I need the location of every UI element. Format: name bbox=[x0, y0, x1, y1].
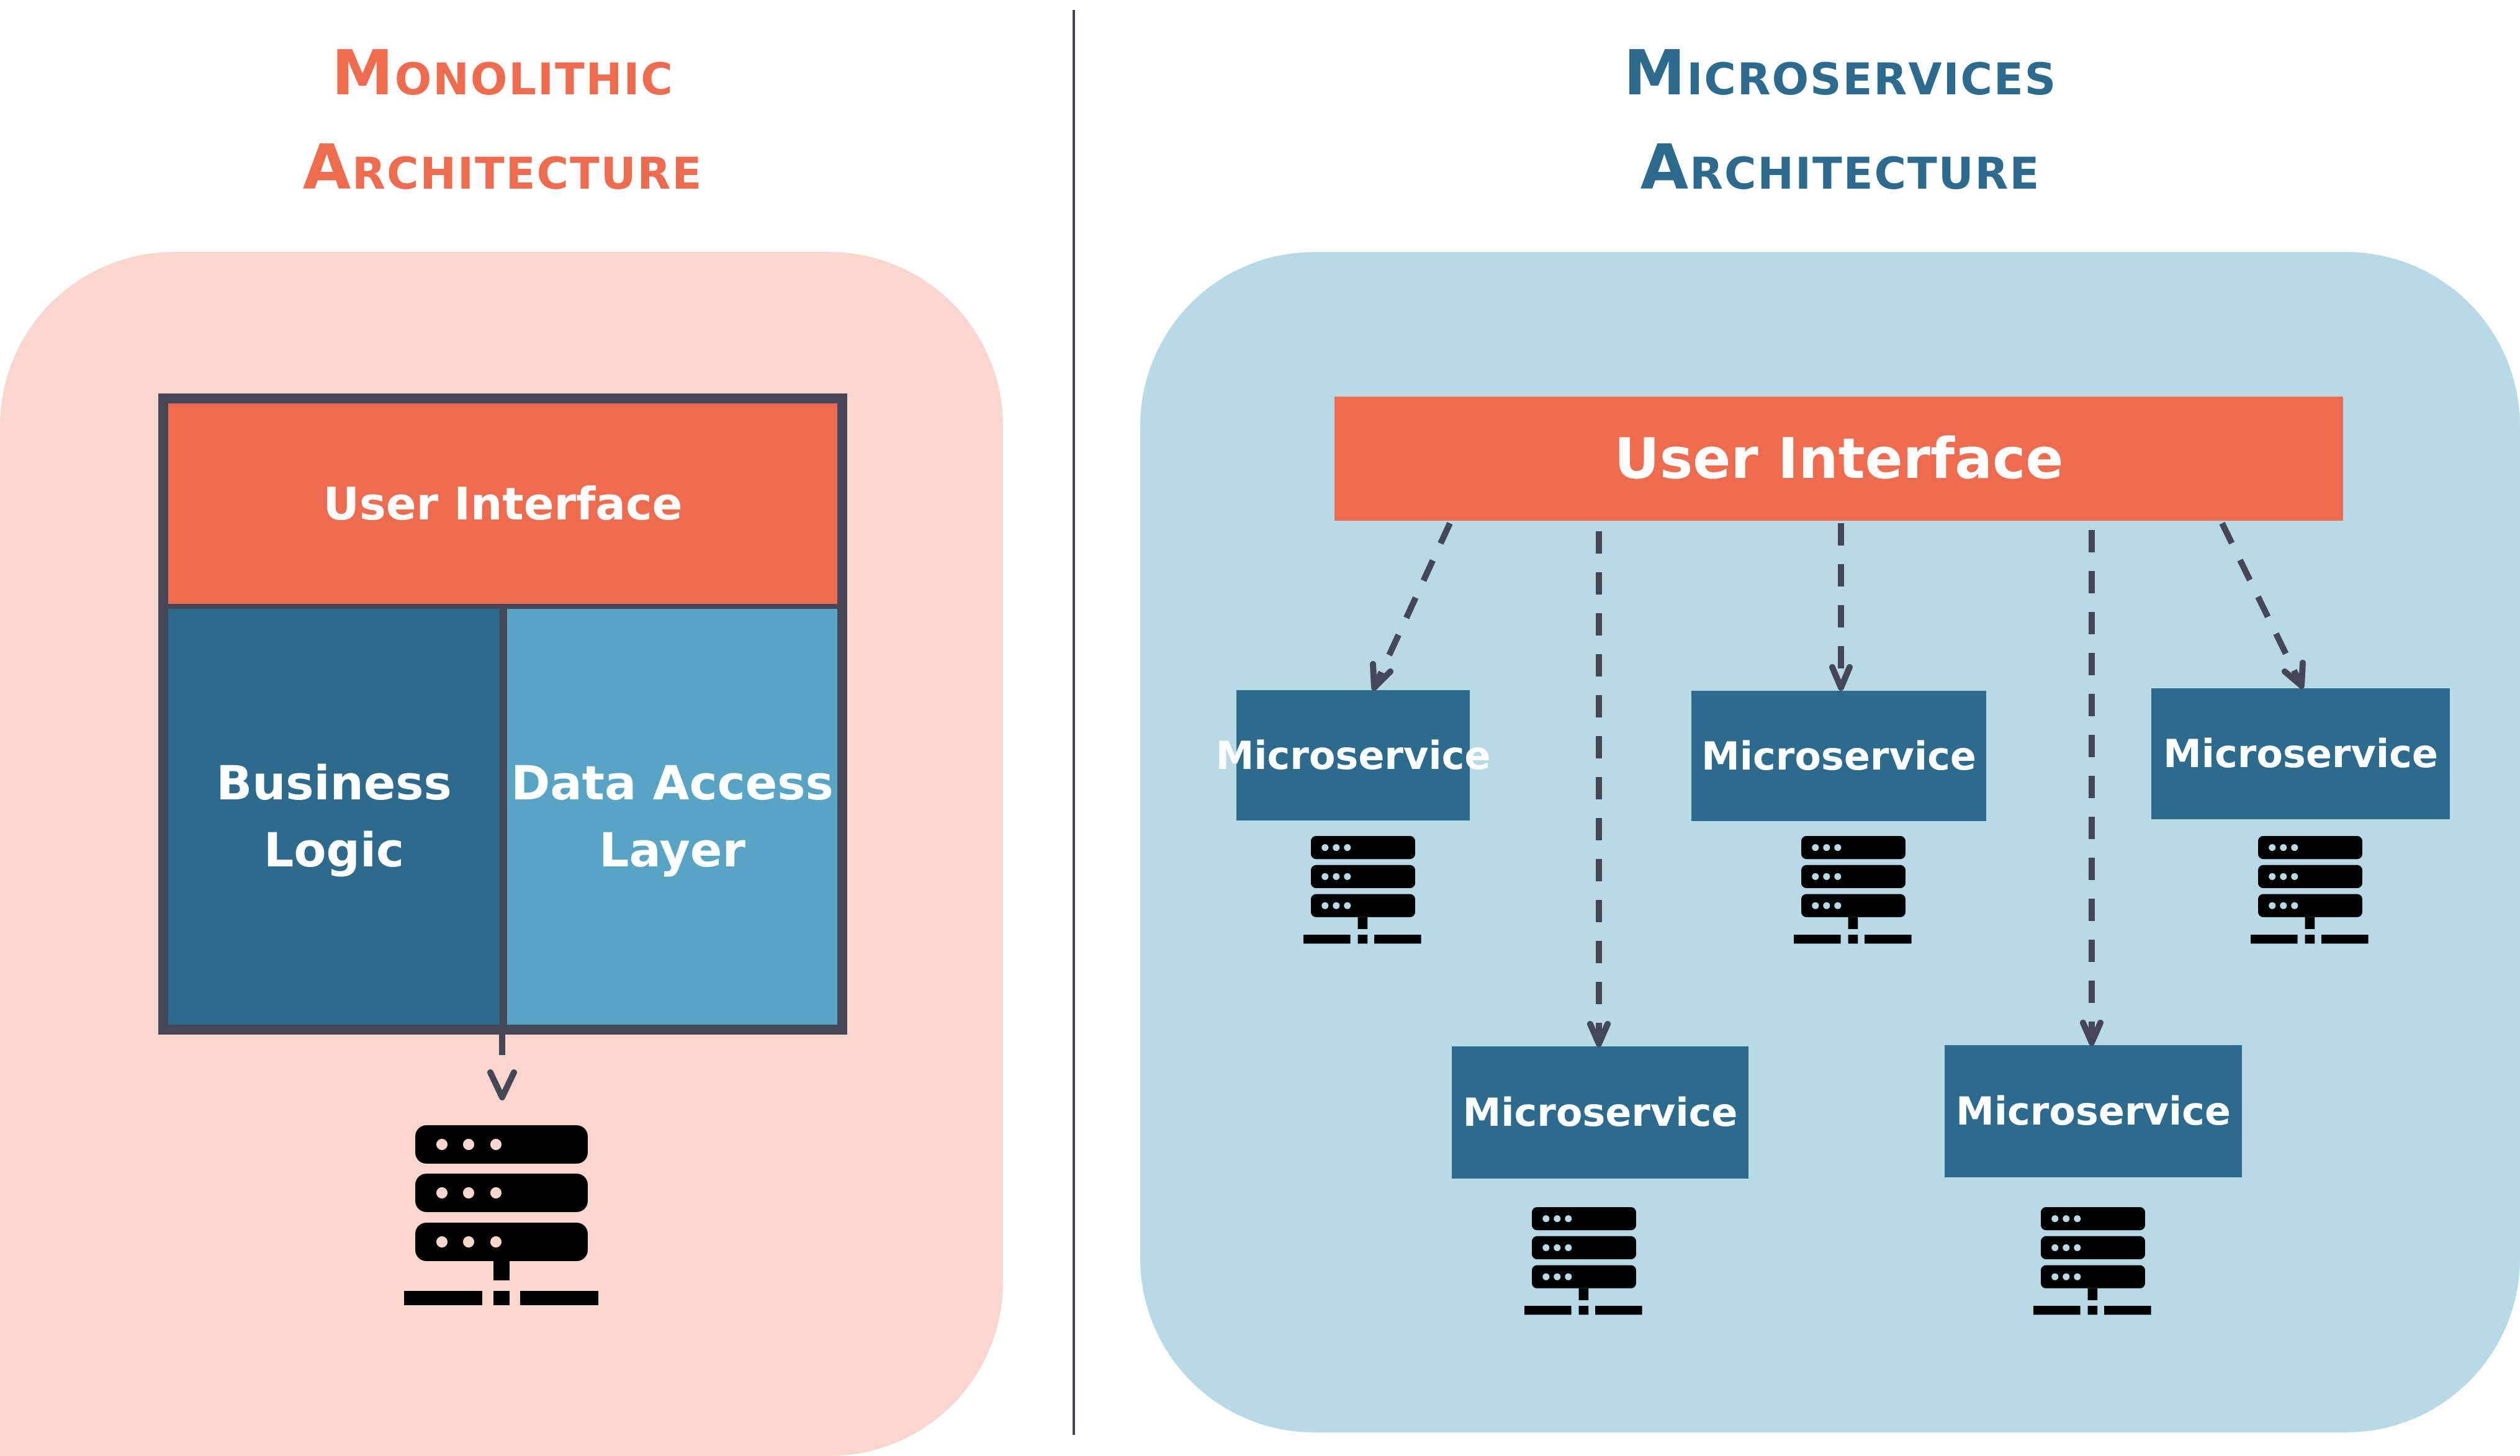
server-led-dot bbox=[2074, 1244, 2081, 1251]
microservices-user-interface-label: User Interface bbox=[1614, 426, 2064, 492]
server-led-dot bbox=[1554, 1215, 1561, 1223]
arrowhead-microservice-1 bbox=[1370, 661, 1393, 691]
server-led-dot bbox=[1321, 902, 1329, 909]
monolithic-db-arrow bbox=[487, 1035, 517, 1100]
arrowhead-microservice-5 bbox=[2080, 1020, 2104, 1046]
server-led-dot bbox=[1812, 844, 1819, 852]
server-led-dot bbox=[1344, 873, 1351, 880]
server-led-dot bbox=[1823, 844, 1830, 852]
server-led-dot bbox=[2063, 1244, 2070, 1251]
server-led-dot bbox=[2051, 1215, 2059, 1223]
microservice-box-4: Microservice bbox=[1452, 1046, 1748, 1179]
microservices-title-line1: Microservices bbox=[1623, 37, 2058, 109]
server-led-dot bbox=[1542, 1273, 1550, 1280]
server-led-dot bbox=[2051, 1244, 2059, 1251]
microservice-label: Microservice bbox=[1701, 733, 1976, 779]
server-led-dot bbox=[1321, 844, 1329, 852]
server-led-dot bbox=[1565, 1244, 1572, 1251]
server-led-dot bbox=[1542, 1215, 1550, 1223]
server-led-dot bbox=[1554, 1273, 1561, 1280]
server-led-dot bbox=[1565, 1273, 1572, 1280]
server-led-dot bbox=[1344, 844, 1351, 852]
server-led-dot bbox=[1834, 902, 1842, 909]
server-led-dot bbox=[1565, 1215, 1572, 1223]
monolithic-user-interface-label: User Interface bbox=[323, 477, 683, 530]
server-led-dot bbox=[1834, 873, 1842, 880]
arrowhead-microservice-4 bbox=[1587, 1021, 1611, 1047]
server-database-icon-4 bbox=[1524, 1207, 1642, 1315]
server-database-icon-5 bbox=[2033, 1207, 2151, 1315]
server-database-icon-1 bbox=[1303, 836, 1421, 944]
microservice-box-1: Microservice bbox=[1216, 690, 1490, 820]
server-led-dot bbox=[1823, 902, 1830, 909]
server-led-dot bbox=[2051, 1273, 2059, 1280]
server-led-dot bbox=[1554, 1244, 1561, 1251]
server-led-dot bbox=[1823, 873, 1830, 880]
data-access-layer: Data Access Layer bbox=[507, 609, 837, 1025]
server-led-dot bbox=[1333, 873, 1340, 880]
server-led-dot bbox=[1333, 902, 1340, 909]
microservice-label: Microservice bbox=[1462, 1090, 1738, 1135]
monolithic-application-frame: User Interface Business Logic Data Acces… bbox=[158, 393, 847, 1035]
server-led-dots bbox=[1321, 844, 2298, 1280]
monolithic-title-line1: Monolithic bbox=[331, 37, 674, 109]
server-led-dot bbox=[1321, 873, 1329, 880]
monolithic-user-interface-layer: User Interface bbox=[168, 403, 837, 604]
microservice-label: Microservice bbox=[1215, 732, 1491, 778]
microservices-title: Microservices Architecture bbox=[1440, 26, 2241, 215]
business-logic-label-line2: Logic bbox=[263, 822, 405, 878]
server-led-dot bbox=[2074, 1273, 2081, 1280]
monolithic-server-database-icon bbox=[404, 1125, 598, 1305]
business-logic-label-line1: Business bbox=[216, 755, 452, 811]
monolithic-title: Monolithic Architecture bbox=[124, 26, 881, 215]
section-divider bbox=[1073, 10, 1075, 1435]
microservice-label: Microservice bbox=[2163, 731, 2438, 776]
server-database-icon-2 bbox=[1794, 836, 1912, 944]
data-access-label-line1: Data Access bbox=[511, 755, 834, 811]
server-led-dot bbox=[1834, 844, 1842, 852]
server-led-dot bbox=[1812, 873, 1819, 880]
arrow-ui-to-microservice-3 bbox=[2219, 521, 2305, 688]
server-led-dot bbox=[2280, 873, 2287, 880]
monolithic-title-line2: Architecture bbox=[302, 131, 703, 204]
arrow-ui-to-microservice-1 bbox=[1371, 521, 1453, 690]
microservice-box-3: Microservice bbox=[2151, 688, 2450, 819]
microservice-box-2: Microservice bbox=[1691, 691, 1986, 821]
server-led-dot bbox=[2291, 844, 2298, 852]
microservices-title-line2: Architecture bbox=[1640, 131, 2041, 204]
server-led-dot bbox=[1344, 902, 1351, 909]
server-led-dot bbox=[1333, 844, 1340, 852]
server-led-dot bbox=[2063, 1215, 2070, 1223]
microservices-user-interface: User Interface bbox=[1334, 397, 2343, 521]
server-led-dot bbox=[2291, 902, 2298, 909]
microservice-box-5: Microservice bbox=[1945, 1045, 2242, 1177]
server-led-dot bbox=[2074, 1215, 2081, 1223]
business-logic-layer: Business Logic bbox=[168, 609, 500, 1025]
server-led-dot bbox=[2063, 1273, 2070, 1280]
arrowhead-microservice-3 bbox=[2282, 660, 2306, 689]
microservice-label: Microservice bbox=[1956, 1089, 2231, 1134]
server-led-dot bbox=[1542, 1244, 1550, 1251]
server-led-dot bbox=[2269, 873, 2276, 880]
data-access-label-line2: Layer bbox=[599, 822, 745, 878]
server-led-dot bbox=[1812, 902, 1819, 909]
server-led-dot bbox=[2269, 844, 2276, 852]
server-led-dot bbox=[2280, 902, 2287, 909]
server-database-icon-3 bbox=[2251, 836, 2369, 944]
server-led-dot bbox=[2280, 844, 2287, 852]
arrowhead-microservice-2 bbox=[1829, 664, 1853, 691]
server-led-dot bbox=[2269, 902, 2276, 909]
server-led-dot bbox=[2291, 873, 2298, 880]
